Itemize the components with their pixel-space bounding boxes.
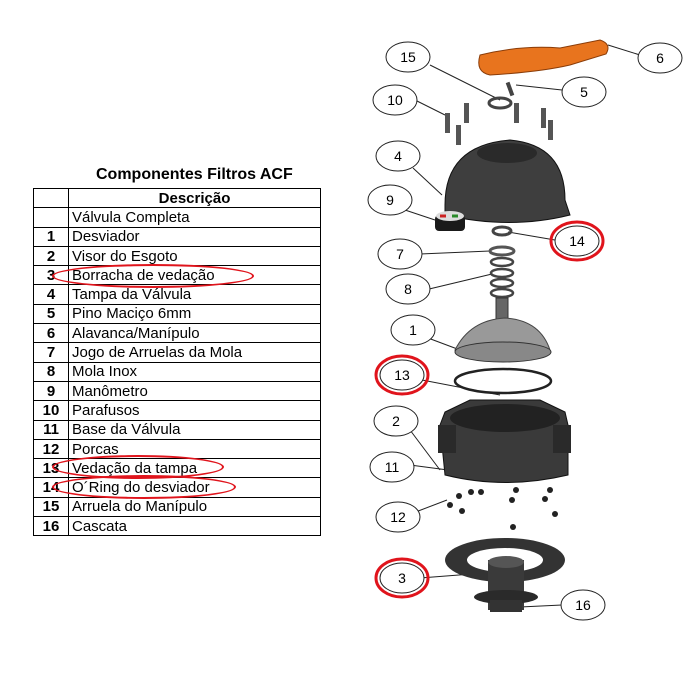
diverter-part: [454, 317, 551, 351]
row-number: 16: [33, 516, 69, 537]
valve-cap-part: [444, 139, 571, 223]
callout-label: 11: [385, 459, 400, 475]
row-description: Pino Maciço 6mm: [68, 303, 321, 325]
callout-12: 12: [375, 501, 421, 533]
callout-11: 11: [369, 451, 415, 483]
callout-14: 14: [549, 220, 605, 262]
callout-label: 14: [569, 233, 585, 249]
highlight-circle: [374, 354, 430, 396]
row-number: 15: [33, 496, 69, 518]
callout-label: 12: [390, 509, 406, 525]
highlight-oval: [52, 264, 254, 288]
callout-label: 1: [409, 322, 417, 338]
callout-1: 1: [390, 314, 436, 346]
highlight-circle: [549, 220, 605, 262]
callout-label: 6: [656, 50, 664, 66]
callout-2: 2: [373, 405, 419, 437]
highlight-circle: [374, 557, 430, 599]
callout-9: 9: [367, 184, 413, 216]
callout-10: 10: [372, 84, 418, 116]
callout-4: 4: [375, 140, 421, 172]
callout-label: 16: [575, 597, 591, 613]
callout-label: 4: [394, 148, 402, 164]
callout-13: 13: [374, 354, 430, 396]
callout-5: 5: [561, 76, 607, 108]
callout-label: 2: [392, 413, 400, 429]
callout-label: 3: [398, 570, 406, 586]
row-description: Jogo de Arruelas da Mola: [68, 342, 321, 363]
row-description: Manômetro: [68, 380, 321, 402]
callout-7: 7: [377, 238, 423, 270]
callout-label: 15: [400, 49, 416, 65]
callout-3: 3: [374, 557, 430, 599]
callout-label: 8: [404, 281, 412, 297]
row-description: Visor do Esgoto: [68, 245, 321, 267]
row-description: Cascata: [68, 516, 321, 537]
row-description: Arruela do Manípulo: [68, 496, 321, 518]
callout-label: 10: [387, 92, 403, 108]
callout-8: 8: [385, 273, 431, 305]
table-title: Componentes Filtros ACF: [96, 166, 293, 183]
highlight-oval: [52, 475, 236, 499]
callout-16: 16: [560, 589, 606, 621]
callout-label: 9: [386, 192, 394, 208]
callout-label: 5: [580, 84, 588, 100]
callout-label: 13: [394, 367, 410, 383]
row-description: Base da Válvula: [68, 419, 321, 440]
callout-label: 7: [396, 246, 404, 262]
row-description: Parafusos: [68, 400, 321, 421]
callout-6: 6: [637, 42, 683, 74]
callout-15: 15: [385, 41, 431, 73]
handle-part: [478, 39, 609, 76]
